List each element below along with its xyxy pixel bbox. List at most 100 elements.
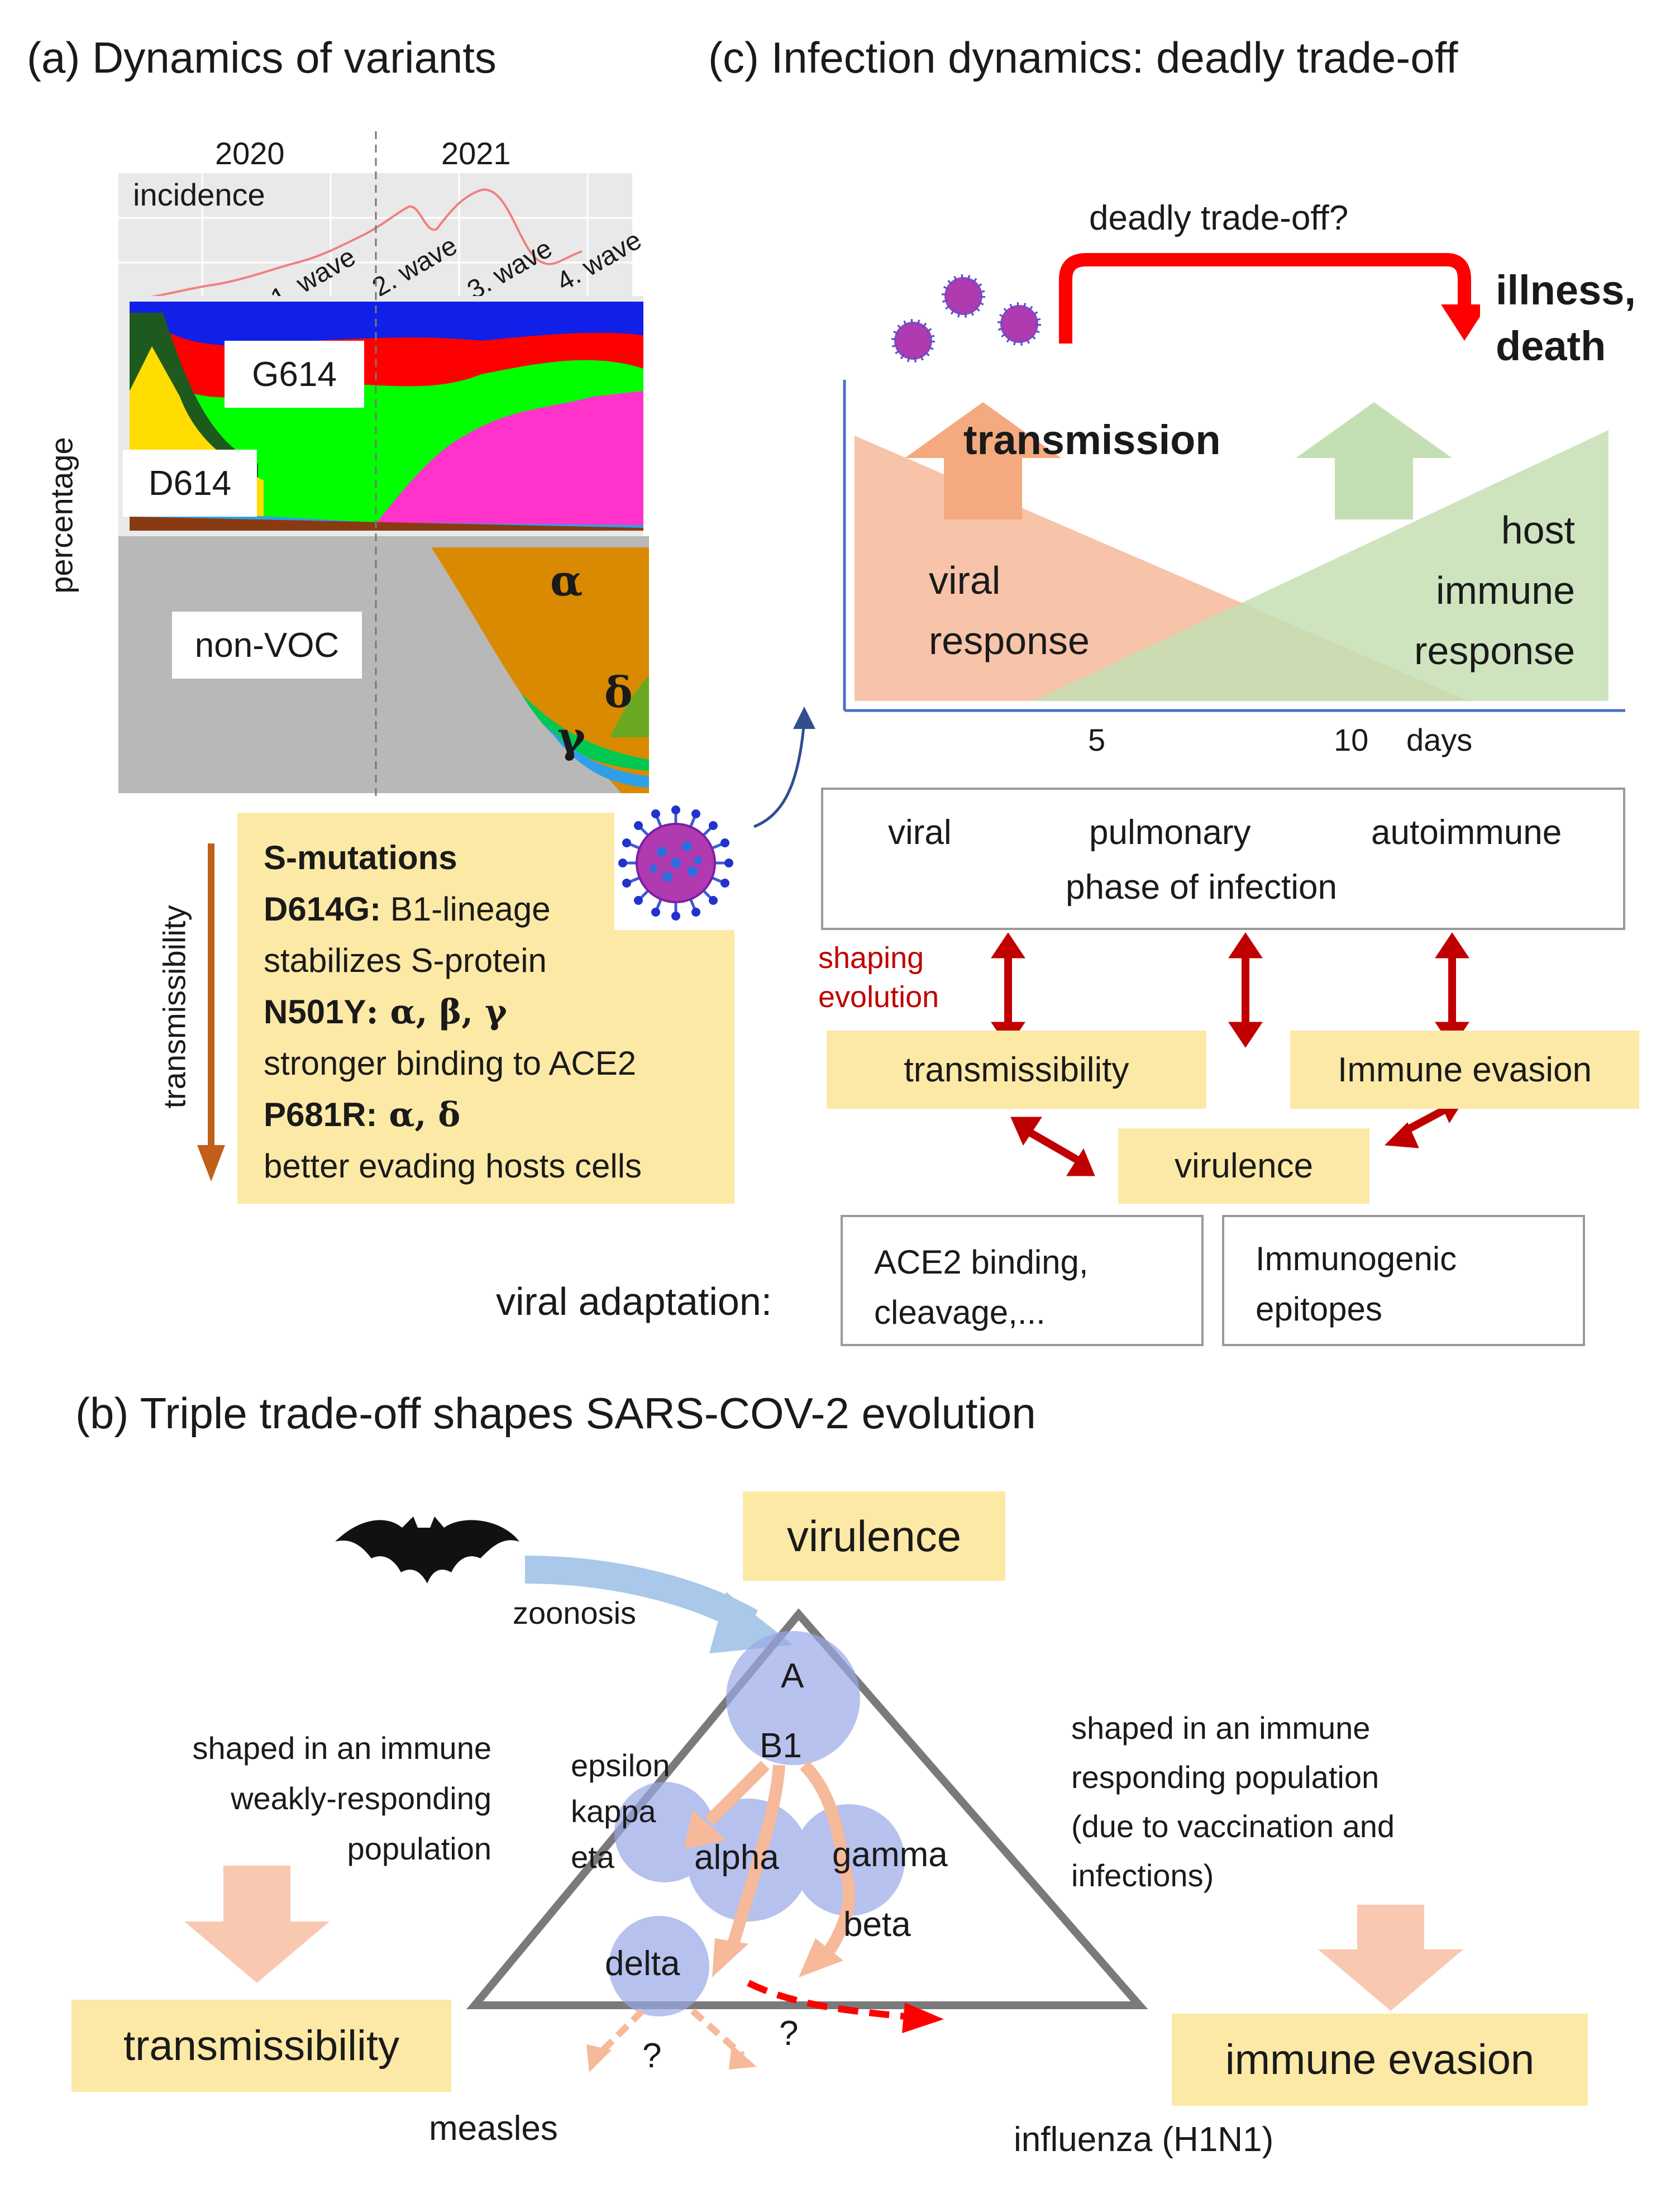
area-magenta — [370, 391, 643, 531]
x-tick-5: 5 — [1088, 722, 1106, 757]
ace2-line2: cleavage,... — [874, 1294, 1046, 1331]
year-2020: 2020 — [215, 136, 285, 171]
nonvoc-label: non-VOC — [172, 612, 362, 679]
shaping-line1: shaping — [818, 941, 924, 975]
phase-pulmonary: pulmonary — [1089, 813, 1251, 852]
mutation-d614g-text2: stabilizes S-protein — [264, 942, 547, 979]
death-label: death — [1496, 323, 1606, 369]
viral-adaptation-label: viral adaptation: — [496, 1280, 772, 1323]
phase-autoimmune: autoimmune — [1371, 813, 1562, 852]
alpha-label: α — [550, 556, 583, 605]
variant-epsilon-label: epsilon — [571, 1748, 670, 1783]
delta-label: δ — [604, 667, 633, 717]
arrow-b1-epsilon — [705, 1761, 770, 1825]
viral-response-line1: viral — [929, 559, 1001, 602]
immune-evasion-vertex-box: immune evasion — [1172, 2014, 1588, 2106]
arrowhead-epsilon — [684, 1810, 726, 1849]
dashed-delta-right — [690, 2008, 745, 2058]
mutation-p681r-name: P681R: — [264, 1096, 378, 1133]
right-text-line2: responding population — [1071, 1759, 1380, 1795]
infection-dynamics-chart — [843, 380, 1625, 712]
virulence-vertex-box: virulence — [743, 1491, 1005, 1581]
shaping-line2: evolution — [818, 980, 939, 1014]
s-mutations-text: S-mutations D614G: B1-lineage stabilizes… — [264, 832, 642, 1192]
immune-up-arrow — [1296, 402, 1452, 519]
panel-c-title: (c) Infection dynamics: deadly trade-off — [708, 33, 1458, 82]
mutation-d614g-text1: B1-lineage — [381, 890, 551, 928]
dashed-head-right — [729, 2044, 757, 2070]
x-tick-10: 10 — [1334, 722, 1369, 757]
left-text-line2: weakly-responding — [231, 1781, 491, 1816]
g614-label: G614 — [225, 341, 364, 408]
unknown-variant-2: ? — [779, 2014, 799, 2053]
mutation-p681r-variants: α, δ — [377, 1095, 461, 1134]
variant-circle-delta — [609, 1916, 709, 2016]
variant-delta-label: delta — [605, 1944, 680, 1983]
area-gamma-green — [521, 693, 649, 771]
ace2-line1: ACE2 binding, — [874, 1243, 1089, 1281]
area-brown — [130, 517, 643, 531]
host-response-triangle — [1033, 430, 1609, 701]
host-response-label: host immune response — [1396, 500, 1575, 681]
viral-response-line2: response — [929, 619, 1090, 662]
right-text-line3: (due to vaccination and — [1071, 1809, 1395, 1844]
incidence-label: incidence — [133, 177, 265, 212]
shaping-evolution-label: shaping evolution — [818, 938, 939, 1017]
immune-evasion-box: Immune evasion — [1290, 1031, 1639, 1109]
incidence-curve — [118, 173, 632, 307]
year-divider-line — [375, 131, 377, 796]
arrowhead-delta — [712, 1938, 748, 1977]
red-dashed-arrowhead — [902, 2002, 944, 2033]
right-pink-arrow — [1318, 1905, 1463, 2011]
variant-beta-label: beta — [843, 1905, 911, 1944]
variant-alpha-label: alpha — [694, 1838, 779, 1877]
immunogenic-epitopes-box: Immunogenic epitopes — [1222, 1215, 1585, 1346]
host-line2: immune — [1436, 569, 1575, 612]
panel-b-title: (b) Triple trade-off shapes SARS-COV-2 e… — [75, 1389, 1036, 1438]
epitopes-line1: Immunogenic — [1256, 1240, 1457, 1277]
dashed-delta-left — [595, 2008, 645, 2058]
area-alpha — [431, 547, 649, 793]
variant-eta-label: eta — [571, 1839, 614, 1875]
bat-icon — [335, 1517, 519, 1584]
transmissibility-axis-label: transmissibility — [156, 905, 192, 1109]
arrow-transmissibility-virulence — [1010, 1117, 1095, 1176]
host-line3: response — [1414, 629, 1575, 673]
area-gamma-blue — [543, 721, 649, 788]
host-line1: host — [1501, 508, 1575, 552]
red-dashed-arrow — [747, 1980, 905, 2020]
variant-b1-label: B1 — [760, 1727, 802, 1765]
mutation-p681r-text: better evading hosts cells — [264, 1147, 642, 1185]
variant-circle-a — [726, 1631, 860, 1765]
dashed-head-left — [586, 2044, 612, 2072]
ace2-binding-box: ACE2 binding, cleavage,... — [841, 1215, 1204, 1346]
percentage-axis-label: percentage — [44, 437, 79, 594]
illness-death-label: illness, death — [1496, 263, 1636, 374]
arrow-b1-beta — [800, 1761, 855, 1959]
right-text-line1: shaped in an immune — [1071, 1710, 1371, 1746]
virulence-box: virulence — [1118, 1128, 1369, 1204]
small-viruses-icon — [891, 274, 1041, 363]
arrow-b1-delta — [726, 1765, 785, 1952]
variant-a-label: A — [781, 1657, 804, 1695]
phase-viral: viral — [888, 813, 952, 852]
unknown-variant-1: ? — [642, 2037, 662, 2075]
epitopes-line2: epitopes — [1256, 1290, 1382, 1328]
viral-response-label: viral response — [929, 550, 1090, 671]
transmission-arrow — [905, 402, 1061, 519]
variant-circle-alpha — [687, 1799, 810, 1921]
left-text-line1: shaped in an immune — [192, 1730, 491, 1766]
x-axis-unit: days — [1406, 722, 1473, 757]
mutation-d614g-name: D614G: — [264, 890, 381, 928]
transmission-label: transmission — [963, 417, 1221, 463]
transmissibility-vertex-box: transmissibility — [71, 2000, 451, 2092]
mutation-n501y-name: N501Y — [264, 993, 366, 1031]
panel-a-title: (a) Dynamics of variants — [27, 33, 497, 82]
variant-gamma-label: gamma — [832, 1835, 948, 1874]
mutation-n501y-text: stronger binding to ACE2 — [264, 1045, 637, 1082]
right-population-text: shaped in an immune responding populatio… — [1071, 1704, 1395, 1900]
zoonosis-label: zoonosis — [513, 1595, 637, 1630]
measles-label: measles — [429, 2109, 558, 2148]
arrow-pulmonary — [1228, 932, 1263, 1048]
illness-label: illness, — [1496, 267, 1636, 313]
